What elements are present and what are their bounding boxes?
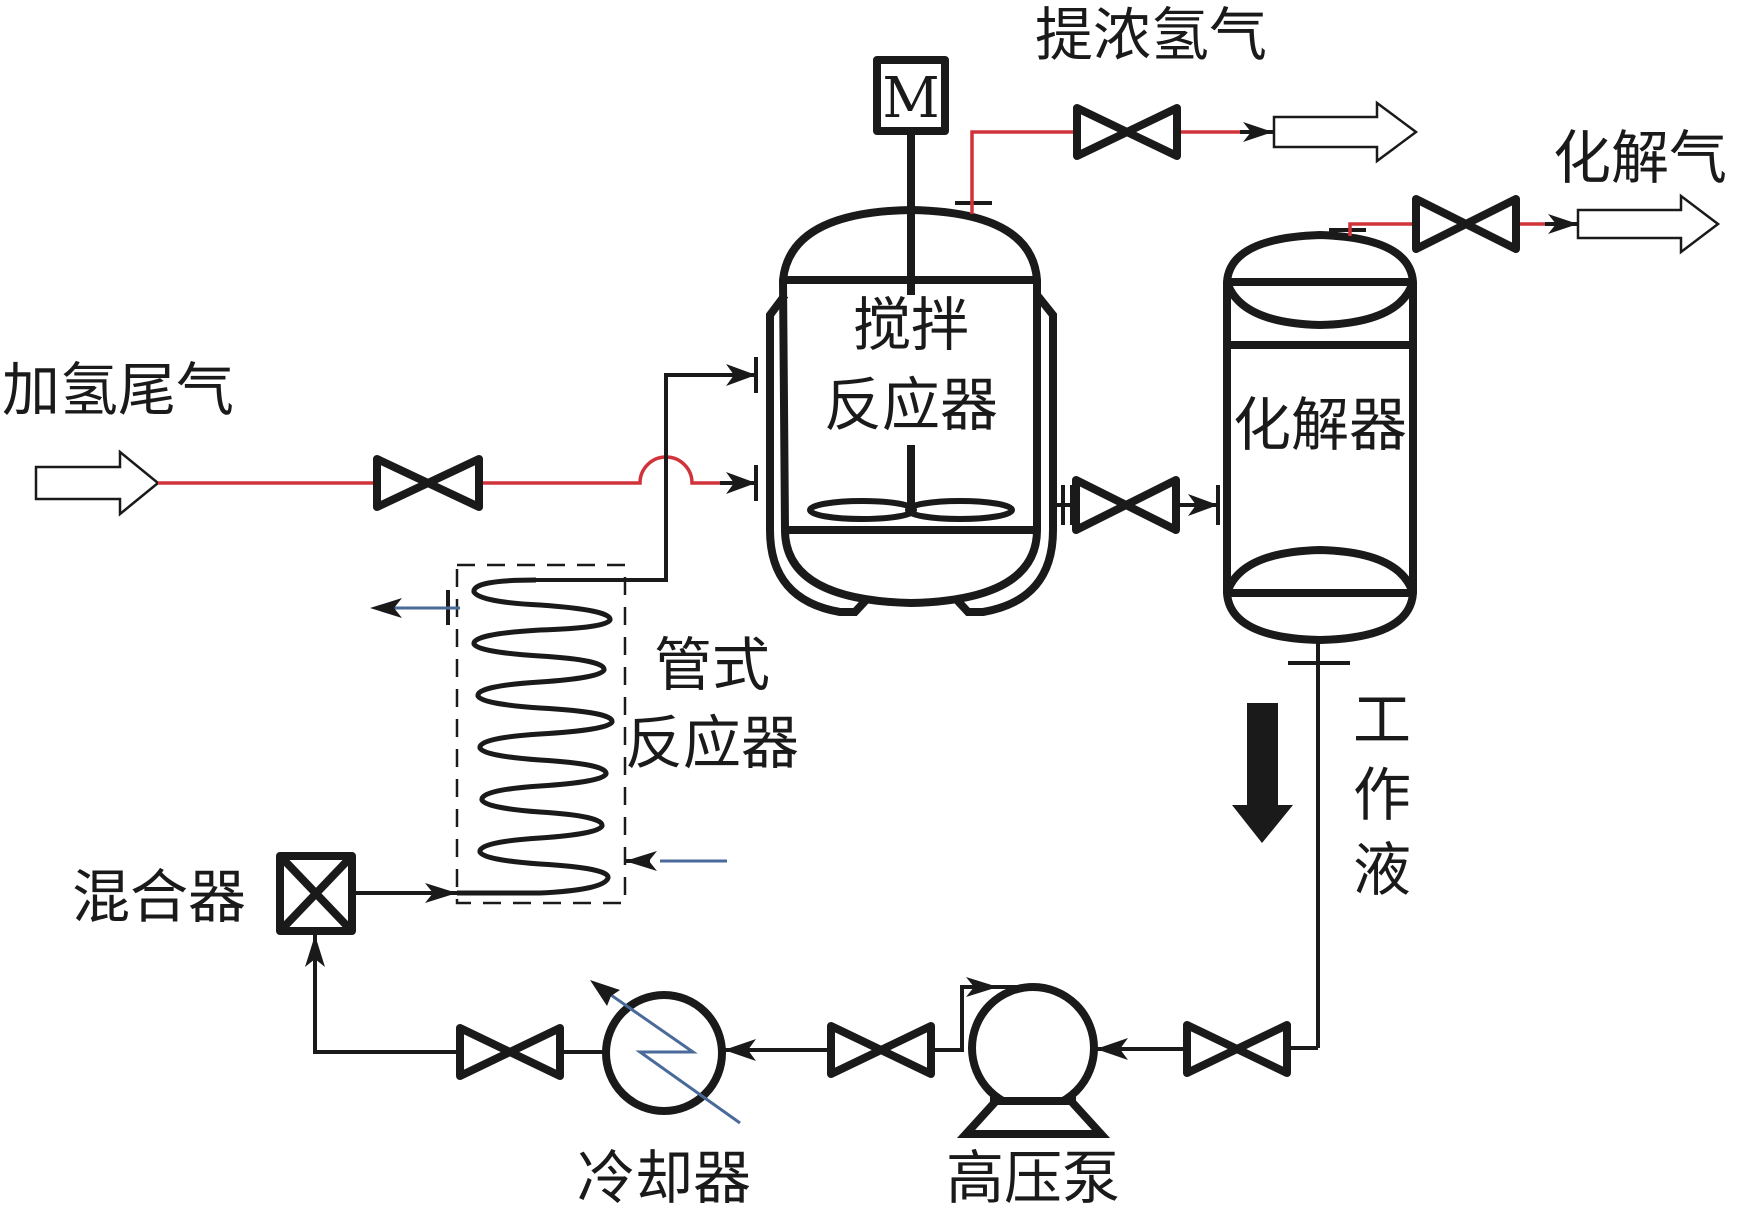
- tubular-reactor-shell: [455, 563, 627, 905]
- arrowhead-icon: [726, 364, 756, 386]
- tubular-reactor-label-2: 反应器: [625, 709, 799, 777]
- arrowhead-icon: [1548, 214, 1578, 234]
- arrowhead-icon: [305, 935, 325, 967]
- motor-icon: [873, 56, 949, 135]
- down-arrow-icon: [1232, 703, 1293, 843]
- pump-icon: 高压泵: [946, 983, 1120, 1205]
- decomposed-gas-line: [1348, 222, 1545, 236]
- arrowhead-icon: [1188, 494, 1218, 516]
- arrowhead-icon: [1243, 122, 1273, 142]
- stirred-reactor-label-2: 反应器: [824, 371, 998, 439]
- arrowhead-icon: [425, 883, 457, 903]
- enriched-hydrogen-label: 提浓氢气: [1035, 1, 1267, 69]
- working-fluid-label-2: 作: [1353, 761, 1411, 829]
- working-fluid-label-1: 工: [1353, 686, 1411, 754]
- stirred-reactor: M 搅拌 反应器: [766, 56, 1057, 616]
- working-fluid-label-3: 液: [1353, 836, 1411, 904]
- cooler-outlet-valve-icon[interactable]: [456, 1024, 564, 1080]
- tubular-reactor: 管式 反应器: [455, 563, 799, 905]
- decomposed-gas-label: 化解气: [1553, 124, 1727, 192]
- motor-label: M: [882, 66, 939, 131]
- transfer-valve-icon[interactable]: [1072, 476, 1180, 534]
- coil-icon: [457, 577, 615, 896]
- arrowhead-icon: [370, 598, 402, 618]
- enriched-hydrogen-line: [970, 130, 1240, 214]
- pump-label: 高压泵: [946, 1144, 1120, 1205]
- feed-gas-label: 加氢尾气: [2, 356, 234, 424]
- arrowhead-icon: [966, 977, 998, 997]
- mixer-label: 混合器: [72, 863, 246, 931]
- pump-outlet-valve-icon[interactable]: [827, 1022, 935, 1078]
- feed-valve-icon[interactable]: [373, 455, 483, 511]
- arrowhead-icon: [726, 472, 756, 494]
- cooler-label: 冷却器: [577, 1144, 751, 1205]
- arrowhead-icon: [724, 1039, 756, 1061]
- hydrogen-valve-icon[interactable]: [1073, 104, 1181, 160]
- feed-gas-inlet: 加氢尾气: [2, 356, 234, 517]
- coolant-line: [597, 984, 741, 1125]
- mixer-icon: [276, 852, 356, 935]
- tubular-reactor-label-1: 管式: [654, 631, 770, 699]
- cooler: 冷却器: [577, 980, 751, 1205]
- feed-inlet-arrow-icon: [34, 449, 160, 517]
- mixer-inlet-pipe: [313, 935, 460, 1054]
- decomposed-gas-valve-icon[interactable]: [1412, 195, 1520, 253]
- tubular-outlet-riser: [536, 373, 756, 582]
- enriched-hydrogen-arrow-icon: [1272, 100, 1419, 164]
- dissolver-label: 化解器: [1233, 391, 1407, 459]
- arrowhead-icon: [1096, 1038, 1128, 1060]
- stirred-reactor-label-1: 搅拌: [853, 291, 969, 359]
- return-valve-icon[interactable]: [1183, 1021, 1291, 1077]
- decomposed-gas-arrow-icon: [1576, 193, 1721, 255]
- dissolver: 化解器: [1223, 230, 1417, 645]
- reactor-jacket: [766, 292, 871, 616]
- coolant-arrowhead-icon: [590, 980, 620, 1006]
